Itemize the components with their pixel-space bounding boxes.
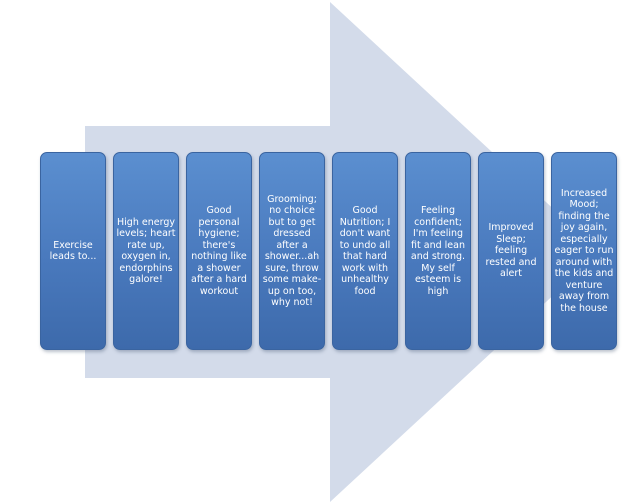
step-box-7: Improved Sleep; feeling rested and alert	[478, 152, 544, 350]
step-box-8: Increased Mood; finding the joy again, e…	[551, 152, 617, 350]
step-box-3: Good personal hygiene; there's nothing l…	[186, 152, 252, 350]
step-label-2: High energy levels; heart rate up, oxyge…	[116, 216, 176, 286]
step-label-3: Good personal hygiene; there's nothing l…	[191, 205, 247, 297]
step-box-5: Good Nutrition; I don't want to undo all…	[332, 152, 398, 350]
step-label-5: Good Nutrition; I don't want to undo all…	[339, 205, 391, 297]
step-label-4: Grooming; no choice but to get dressed a…	[262, 193, 322, 309]
step-box-6: Feeling confident; I'm feeling fit and l…	[405, 152, 471, 350]
step-label-8: Increased Mood; finding the joy again, e…	[554, 187, 614, 314]
step-box-4: Grooming; no choice but to get dressed a…	[259, 152, 325, 350]
step-label-7: Improved Sleep; feeling rested and alert	[485, 222, 537, 280]
step-box-2: High energy levels; heart rate up, oxyge…	[113, 152, 179, 350]
step-label-1: Exercise leads to...	[49, 239, 97, 263]
step-box-1: Exercise leads to...	[40, 152, 106, 350]
step-label-6: Feeling confident; I'm feeling fit and l…	[410, 205, 466, 297]
